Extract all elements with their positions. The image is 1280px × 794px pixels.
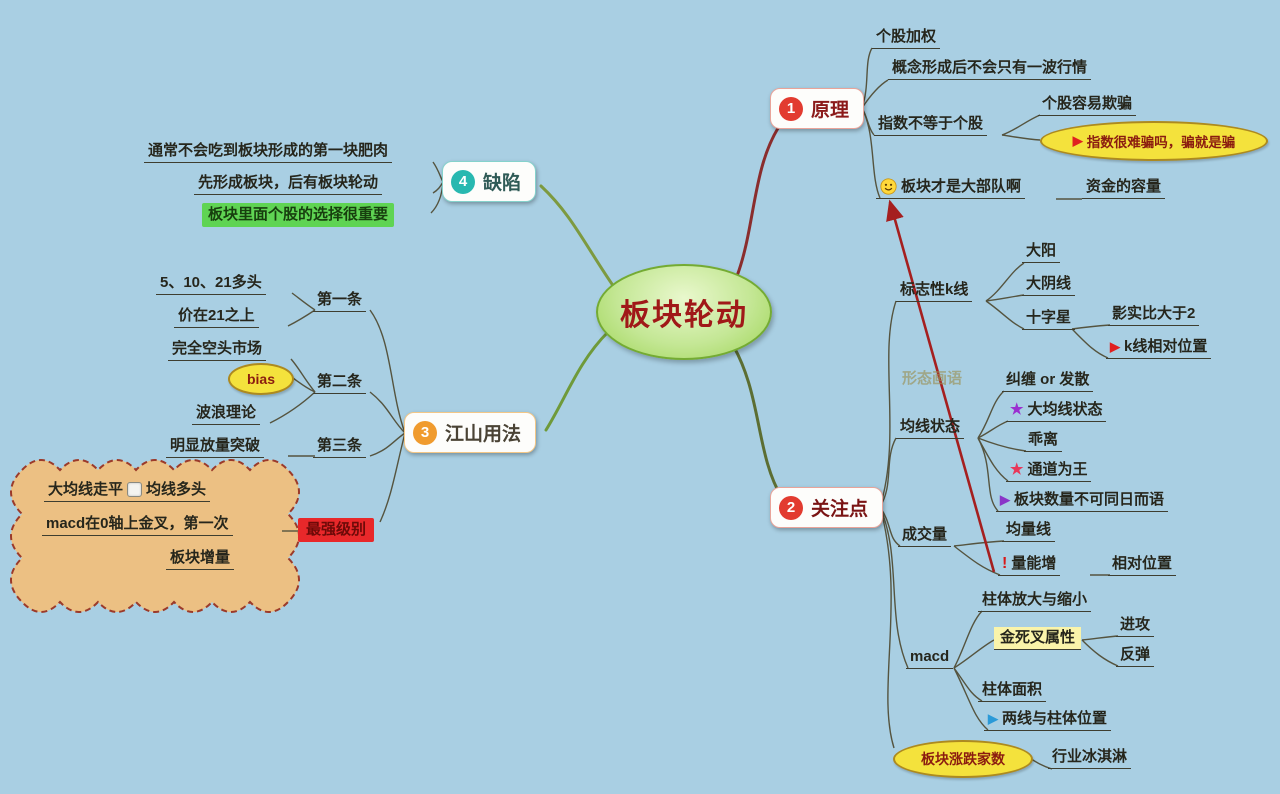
topic-rule-3[interactable]: 第三条: [313, 435, 367, 458]
topic-volume-ma[interactable]: 均量线: [1002, 519, 1056, 542]
branch-jiangshan[interactable]: 3 江山用法: [404, 412, 537, 453]
topic-channel-king-label: 通道为王: [1027, 461, 1088, 478]
topic-updown-count-label: 板块涨跌家数: [921, 751, 1005, 767]
branch-principle[interactable]: 1 原理: [770, 88, 865, 129]
topic-bear-market[interactable]: 完全空头市场: [168, 338, 267, 361]
topic-index-hard-cheat-label: 指数很难骗吗，骗就是骗: [1086, 135, 1236, 150]
mini-image-icon: [127, 482, 143, 497]
topic-big-yin[interactable]: 大阴线: [1022, 273, 1076, 296]
branch-2-badge: 2: [779, 495, 803, 520]
topic-channel-king[interactable]: ★ 通道为王: [1006, 459, 1092, 482]
purple-triangle-icon: ▶: [1000, 492, 1010, 507]
branch-1-label: 原理: [811, 100, 850, 121]
branch-1-badge: 1: [779, 96, 803, 121]
topic-tangle-diverge[interactable]: 纠缠 or 发散: [1002, 369, 1094, 392]
topic-cloud-ma-bull-label: 均线多头: [146, 481, 207, 498]
red-triangle-icon: ▶: [1110, 339, 1120, 354]
topic-lines-bars-label: 两线与柱体位置: [1002, 710, 1108, 727]
topic-volume[interactable]: 成交量: [898, 524, 952, 547]
watermark-text: 形态画语: [902, 370, 963, 387]
smiley-icon: [880, 178, 897, 195]
cloud-shape: [10, 459, 300, 613]
topic-volume-breakout[interactable]: 明显放量突破: [166, 435, 265, 458]
relation-arrow: [886, 199, 996, 573]
topic-wave-theory[interactable]: 波浪理论: [192, 402, 261, 425]
topic-cloud-sector-volume[interactable]: 板块增量: [166, 547, 235, 570]
branch-defect[interactable]: 4 缺陷: [442, 161, 537, 202]
topic-big-ma-state-label: 大均线状态: [1027, 401, 1103, 418]
topic-bar-scale[interactable]: 柱体放大与缩小: [978, 589, 1092, 612]
topic-concept-wave[interactable]: 概念形成后不会只有一波行情: [888, 57, 1092, 80]
topic-strongest-level[interactable]: 最强级别: [298, 518, 375, 542]
branch-3-badge: 3: [413, 420, 437, 445]
purple-star-icon: ★: [1010, 401, 1024, 418]
topic-shadow-ratio[interactable]: 影实比大于2: [1108, 303, 1200, 326]
exclamation-icon: !: [1002, 555, 1008, 572]
topic-big-ma-state[interactable]: ★ 大均线状态: [1006, 399, 1107, 422]
topic-price-above-21[interactable]: 价在21之上: [174, 305, 259, 328]
topic-big-yang[interactable]: 大阳: [1022, 240, 1061, 263]
topic-sector-main-force[interactable]: 板块才是大部队啊: [876, 176, 1026, 199]
central-topic[interactable]: 板块轮动: [596, 264, 772, 360]
topic-index-not-stock[interactable]: 指数不等于个股: [874, 113, 988, 136]
red-triangle-icon: ▶: [1072, 133, 1083, 148]
topic-macd[interactable]: macd: [906, 646, 954, 669]
branch-2-label: 关注点: [811, 499, 869, 520]
topic-volume-up-label: 量能增: [1011, 555, 1057, 572]
topic-cross-property[interactable]: 金死叉属性: [994, 627, 1082, 650]
topic-ma-state[interactable]: 均线状态: [896, 416, 965, 439]
branch-focus[interactable]: 2 关注点: [770, 487, 884, 528]
topic-index-hard-cheat[interactable]: ▶ 指数很难骗吗，骗就是骗: [1040, 121, 1268, 161]
branch-3-label: 江山用法: [445, 424, 522, 445]
topic-kline-position[interactable]: ▶ k线相对位置: [1106, 336, 1212, 359]
blue-triangle-icon: ▶: [988, 711, 998, 726]
topic-bias-label: bias: [246, 371, 275, 387]
topic-stock-weighting[interactable]: 个股加权: [872, 26, 941, 49]
topic-rule-2[interactable]: 第二条: [313, 371, 367, 394]
topic-bar-area[interactable]: 柱体面积: [978, 679, 1047, 702]
topic-first-meat[interactable]: 通常不会吃到板块形成的第一块肥肉: [144, 140, 393, 163]
topic-bias[interactable]: bias: [228, 363, 294, 395]
topic-kline-position-label: k线相对位置: [1124, 338, 1208, 355]
topic-ma-bull-5-10-21[interactable]: 5、10、21多头: [156, 272, 266, 295]
topic-sector-count-label: 板块数量不可同日而语: [1014, 491, 1165, 508]
topic-rebound[interactable]: 反弹: [1116, 644, 1155, 667]
topic-sector-first-then-rotation[interactable]: 先形成板块，后有板块轮动: [194, 172, 383, 195]
topic-bias-deviation[interactable]: 乖离: [1024, 429, 1063, 452]
topic-cloud-ma-flat[interactable]: 大均线走平 均线多头: [44, 479, 211, 502]
topic-relative-position[interactable]: 相对位置: [1108, 553, 1177, 576]
topic-sector-count[interactable]: ▶ 板块数量不可同日而语: [996, 489, 1169, 512]
topic-cloud-ma-flat-label: 大均线走平: [48, 481, 124, 498]
branch-4-label: 缺陷: [483, 173, 522, 194]
branch-4-badge: 4: [451, 169, 475, 194]
topic-stock-selection[interactable]: 板块里面个股的选择很重要: [202, 203, 395, 227]
topic-cloud-macd-cross[interactable]: macd在0轴上金叉，第一次: [42, 513, 233, 536]
topic-capital-capacity[interactable]: 资金的容量: [1082, 176, 1166, 199]
central-topic-label: 板块轮动: [620, 299, 748, 332]
topic-updown-count[interactable]: 板块涨跌家数: [893, 740, 1033, 778]
topic-signature-kline[interactable]: 标志性k线: [896, 279, 973, 302]
topic-volume-up[interactable]: ! 量能增: [998, 553, 1061, 576]
topic-lines-bars-position[interactable]: ▶ 两线与柱体位置: [984, 708, 1112, 731]
topic-attack[interactable]: 进攻: [1116, 614, 1155, 637]
topic-doji[interactable]: 十字星: [1022, 307, 1076, 330]
topic-stock-easy-cheat[interactable]: 个股容易欺骗: [1038, 93, 1137, 116]
topic-sector-main-force-label: 板块才是大部队啊: [901, 178, 1022, 195]
topic-industry[interactable]: 行业冰淇淋: [1048, 746, 1132, 769]
red-star-icon: ★: [1010, 461, 1024, 478]
topic-rule-1[interactable]: 第一条: [313, 289, 367, 312]
